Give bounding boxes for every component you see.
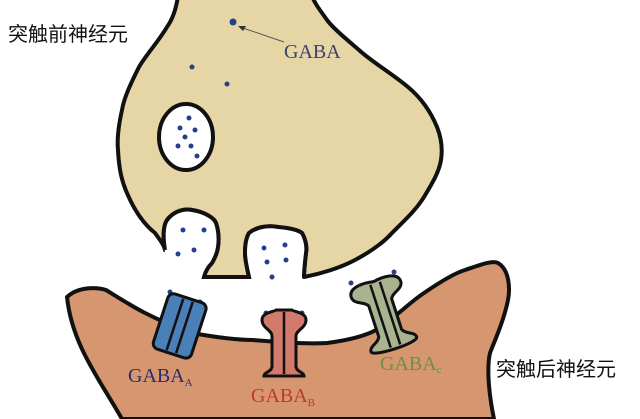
gaba-dot [188, 143, 194, 149]
gaba-dot [191, 247, 197, 253]
gaba-dot [189, 64, 195, 70]
gaba-dot [264, 259, 270, 265]
bud-outline-left [161, 207, 309, 279]
gaba-dot [283, 257, 289, 263]
gaba-dot [186, 115, 192, 121]
gaba-dot [175, 251, 181, 257]
gaba-b-receptor [260, 308, 308, 378]
gaba-dot [201, 227, 207, 233]
arrow-head-icon [238, 26, 246, 31]
presynaptic-neuron-label: 突触前神经元 [8, 22, 128, 46]
gaba-a-label: GABAA [128, 365, 193, 389]
gaba-dot [177, 125, 183, 131]
gaba-dot [182, 134, 188, 140]
gaba-dot [175, 143, 181, 149]
gaba-pointer-arrow [239, 26, 285, 43]
gaba-dot [269, 274, 275, 280]
postsynaptic-neuron [65, 260, 511, 419]
gaba-dot [180, 227, 186, 233]
gaba-dot [391, 269, 397, 275]
gaba-dot [229, 18, 237, 26]
gaba-label: GABA [284, 41, 341, 63]
gaba-dot [224, 81, 230, 87]
gaba-dot [261, 245, 267, 251]
gaba-a-receptor [151, 292, 208, 360]
gaba-dot [282, 242, 288, 248]
right-release-bud [245, 226, 307, 277]
gaba-dot [348, 280, 354, 286]
left-release-bud [163, 209, 219, 277]
postsynaptic-neuron-label: 突触后神经元 [496, 357, 616, 381]
gaba-c-receptor [349, 274, 419, 355]
gaba-dot [194, 153, 200, 159]
gaba-dot [192, 127, 198, 133]
gaba-b-label: GABAB [251, 385, 315, 409]
gaba-c-label: GABAc [380, 353, 442, 376]
